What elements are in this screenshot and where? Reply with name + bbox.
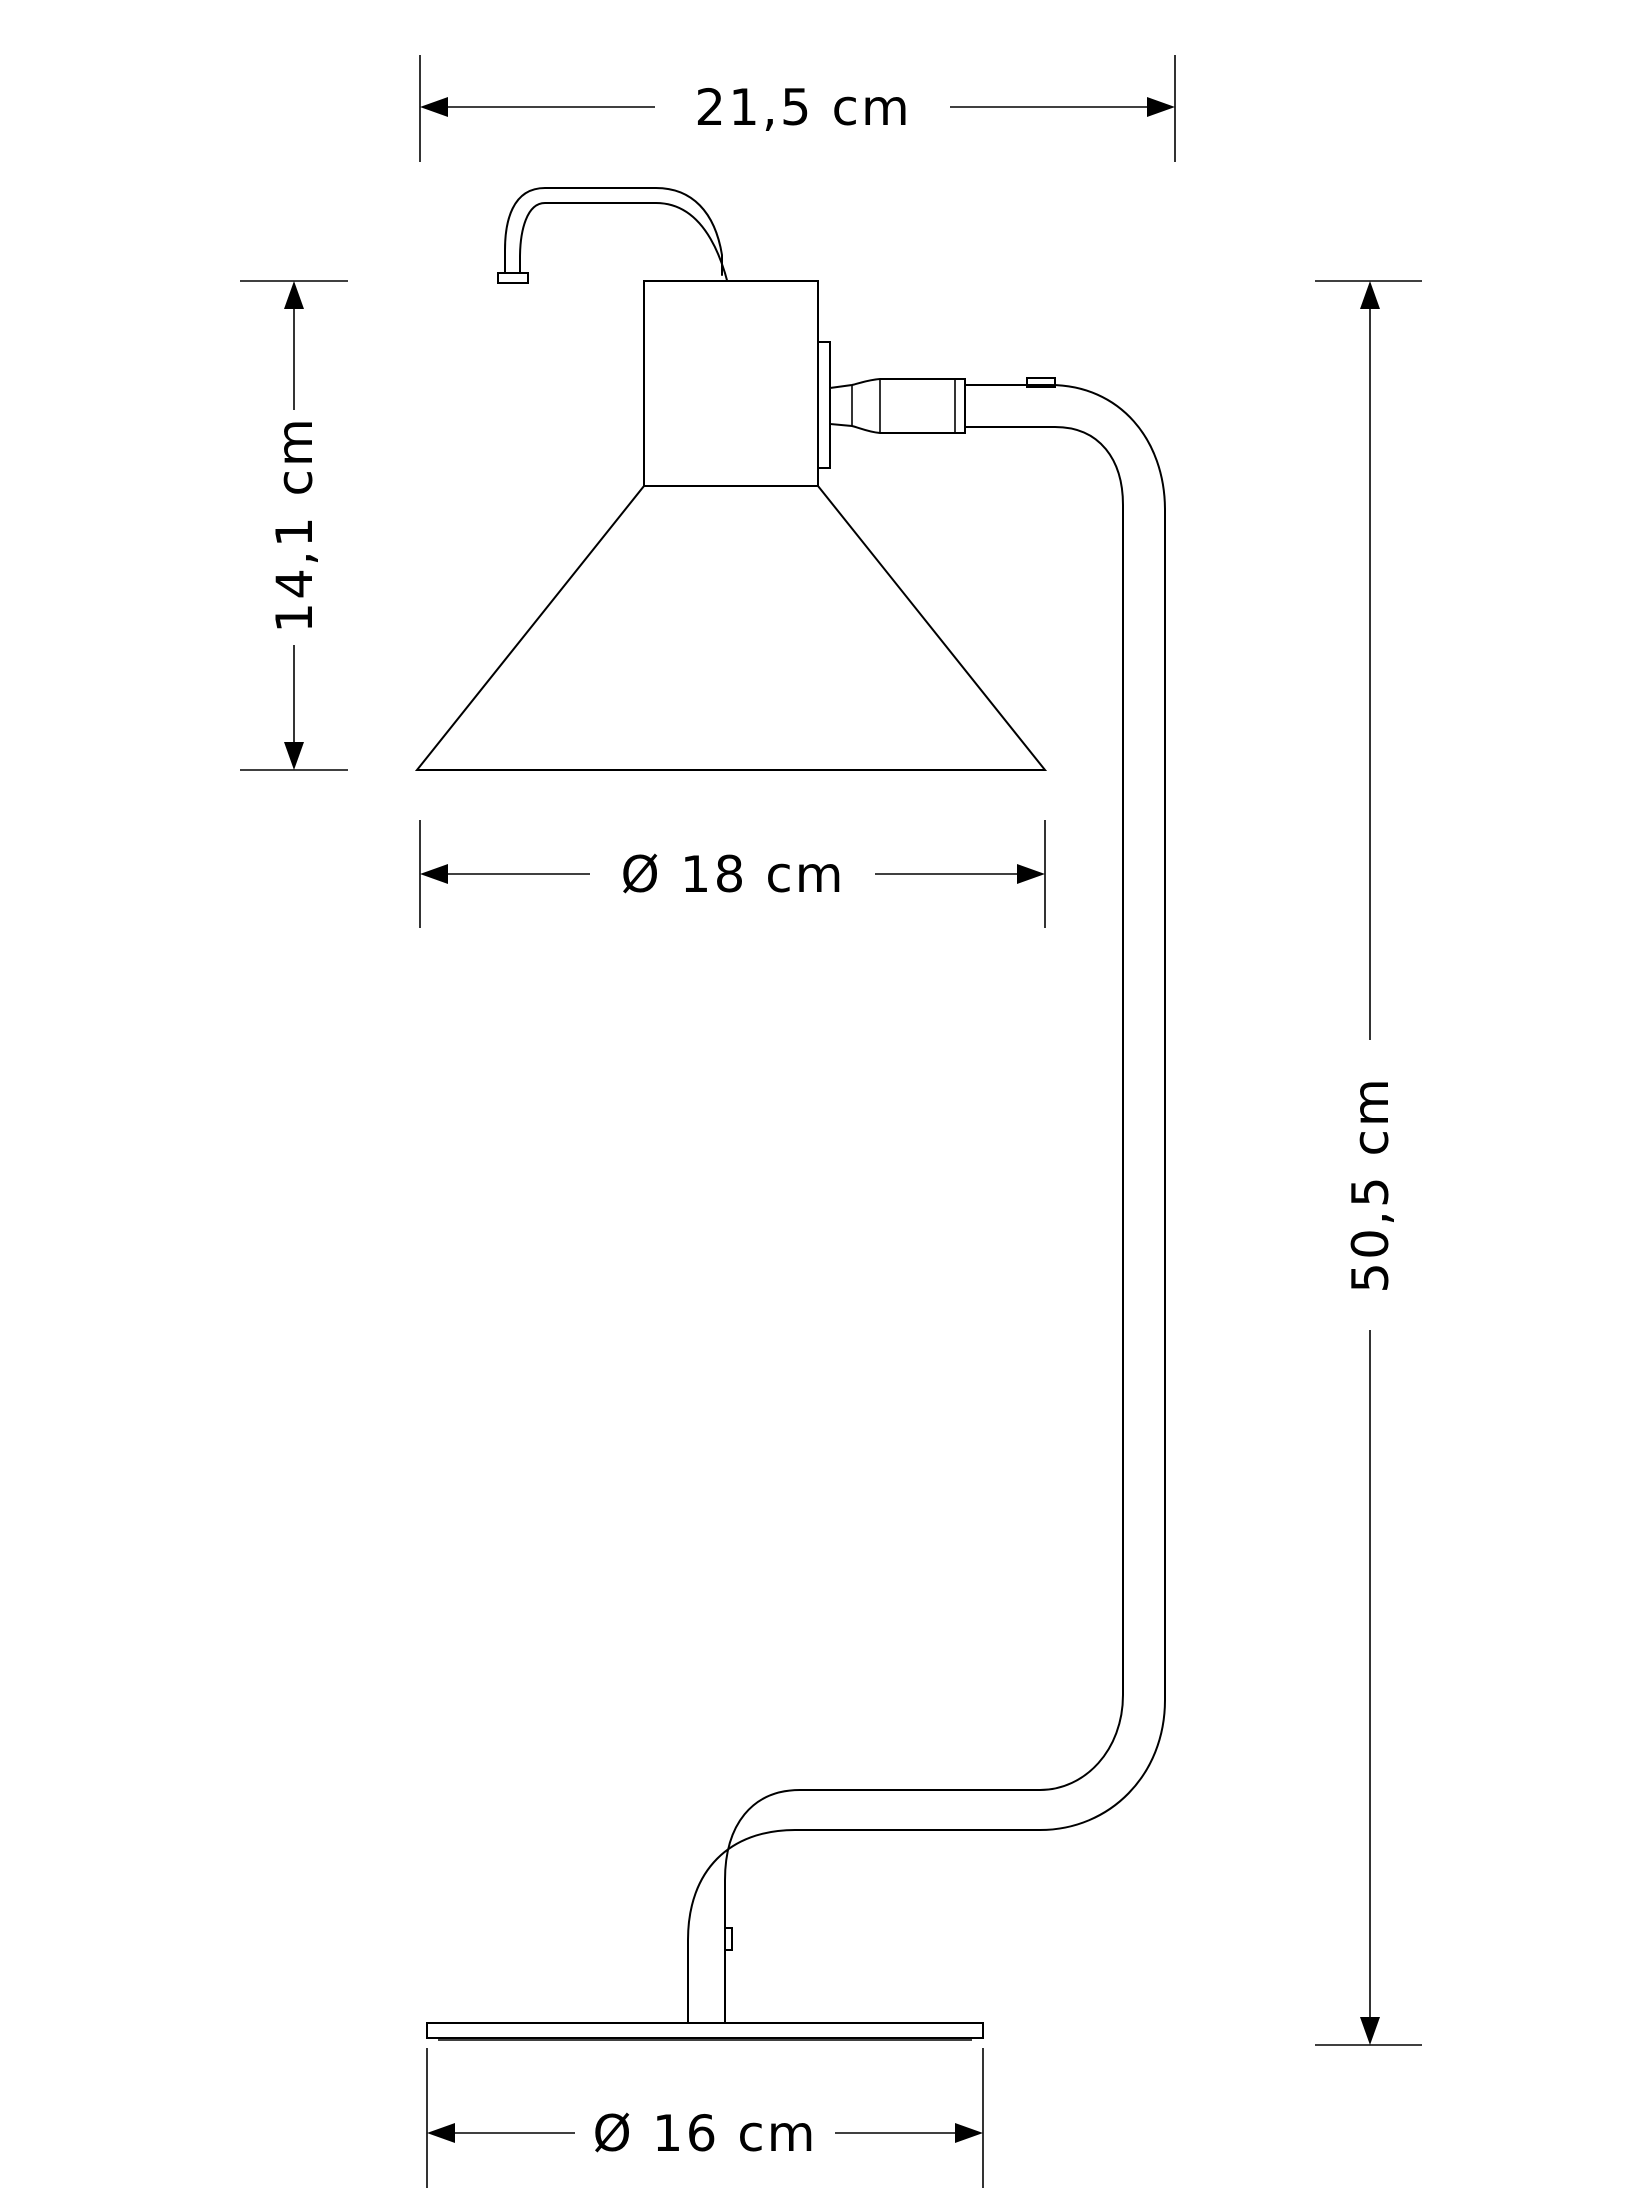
- dimension-shade-diameter: Ø 18 cm: [419, 820, 1046, 928]
- arrowhead-bottom: [284, 742, 304, 770]
- arrowhead-left: [420, 97, 448, 117]
- lamp-shade: [414, 485, 1048, 771]
- arrowhead-top: [284, 281, 304, 309]
- arrowhead-right: [1017, 864, 1045, 884]
- cable-arc: [504, 187, 723, 276]
- dimension-label: Ø 16 cm: [593, 2105, 818, 2163]
- arrowhead-right: [955, 2123, 983, 2143]
- socket-housing: [643, 280, 819, 487]
- arrowhead-top: [1360, 281, 1380, 309]
- dimension-total-height: 50,5 cm: [1315, 280, 1422, 2046]
- dimension-top-width: 21,5 cm: [419, 55, 1176, 162]
- dimension-shade-height: 14,1 cm: [240, 280, 348, 771]
- cable-cap-right: [1026, 377, 1056, 388]
- dimension-label: 21,5 cm: [694, 79, 911, 137]
- stem-outer: [687, 384, 1166, 2024]
- arrowhead-bottom: [1360, 2017, 1380, 2045]
- dimension-base-diameter: Ø 16 cm: [426, 2048, 984, 2188]
- dimension-label: 50,5 cm: [1342, 1076, 1400, 1293]
- arrowhead-right: [1147, 97, 1175, 117]
- dimension-label: Ø 18 cm: [621, 846, 846, 904]
- dimension-label: 14,1 cm: [266, 416, 324, 633]
- joint-knuckle: [829, 378, 966, 434]
- lamp-outline: [414, 187, 1166, 2041]
- base-plate: [426, 2022, 984, 2039]
- stem-inner: [724, 426, 1124, 2024]
- joint-plate: [817, 341, 831, 469]
- arrowhead-left: [420, 864, 448, 884]
- arrowhead-left: [427, 2123, 455, 2143]
- cable-cap-left: [497, 272, 529, 284]
- switch: [724, 1927, 733, 1951]
